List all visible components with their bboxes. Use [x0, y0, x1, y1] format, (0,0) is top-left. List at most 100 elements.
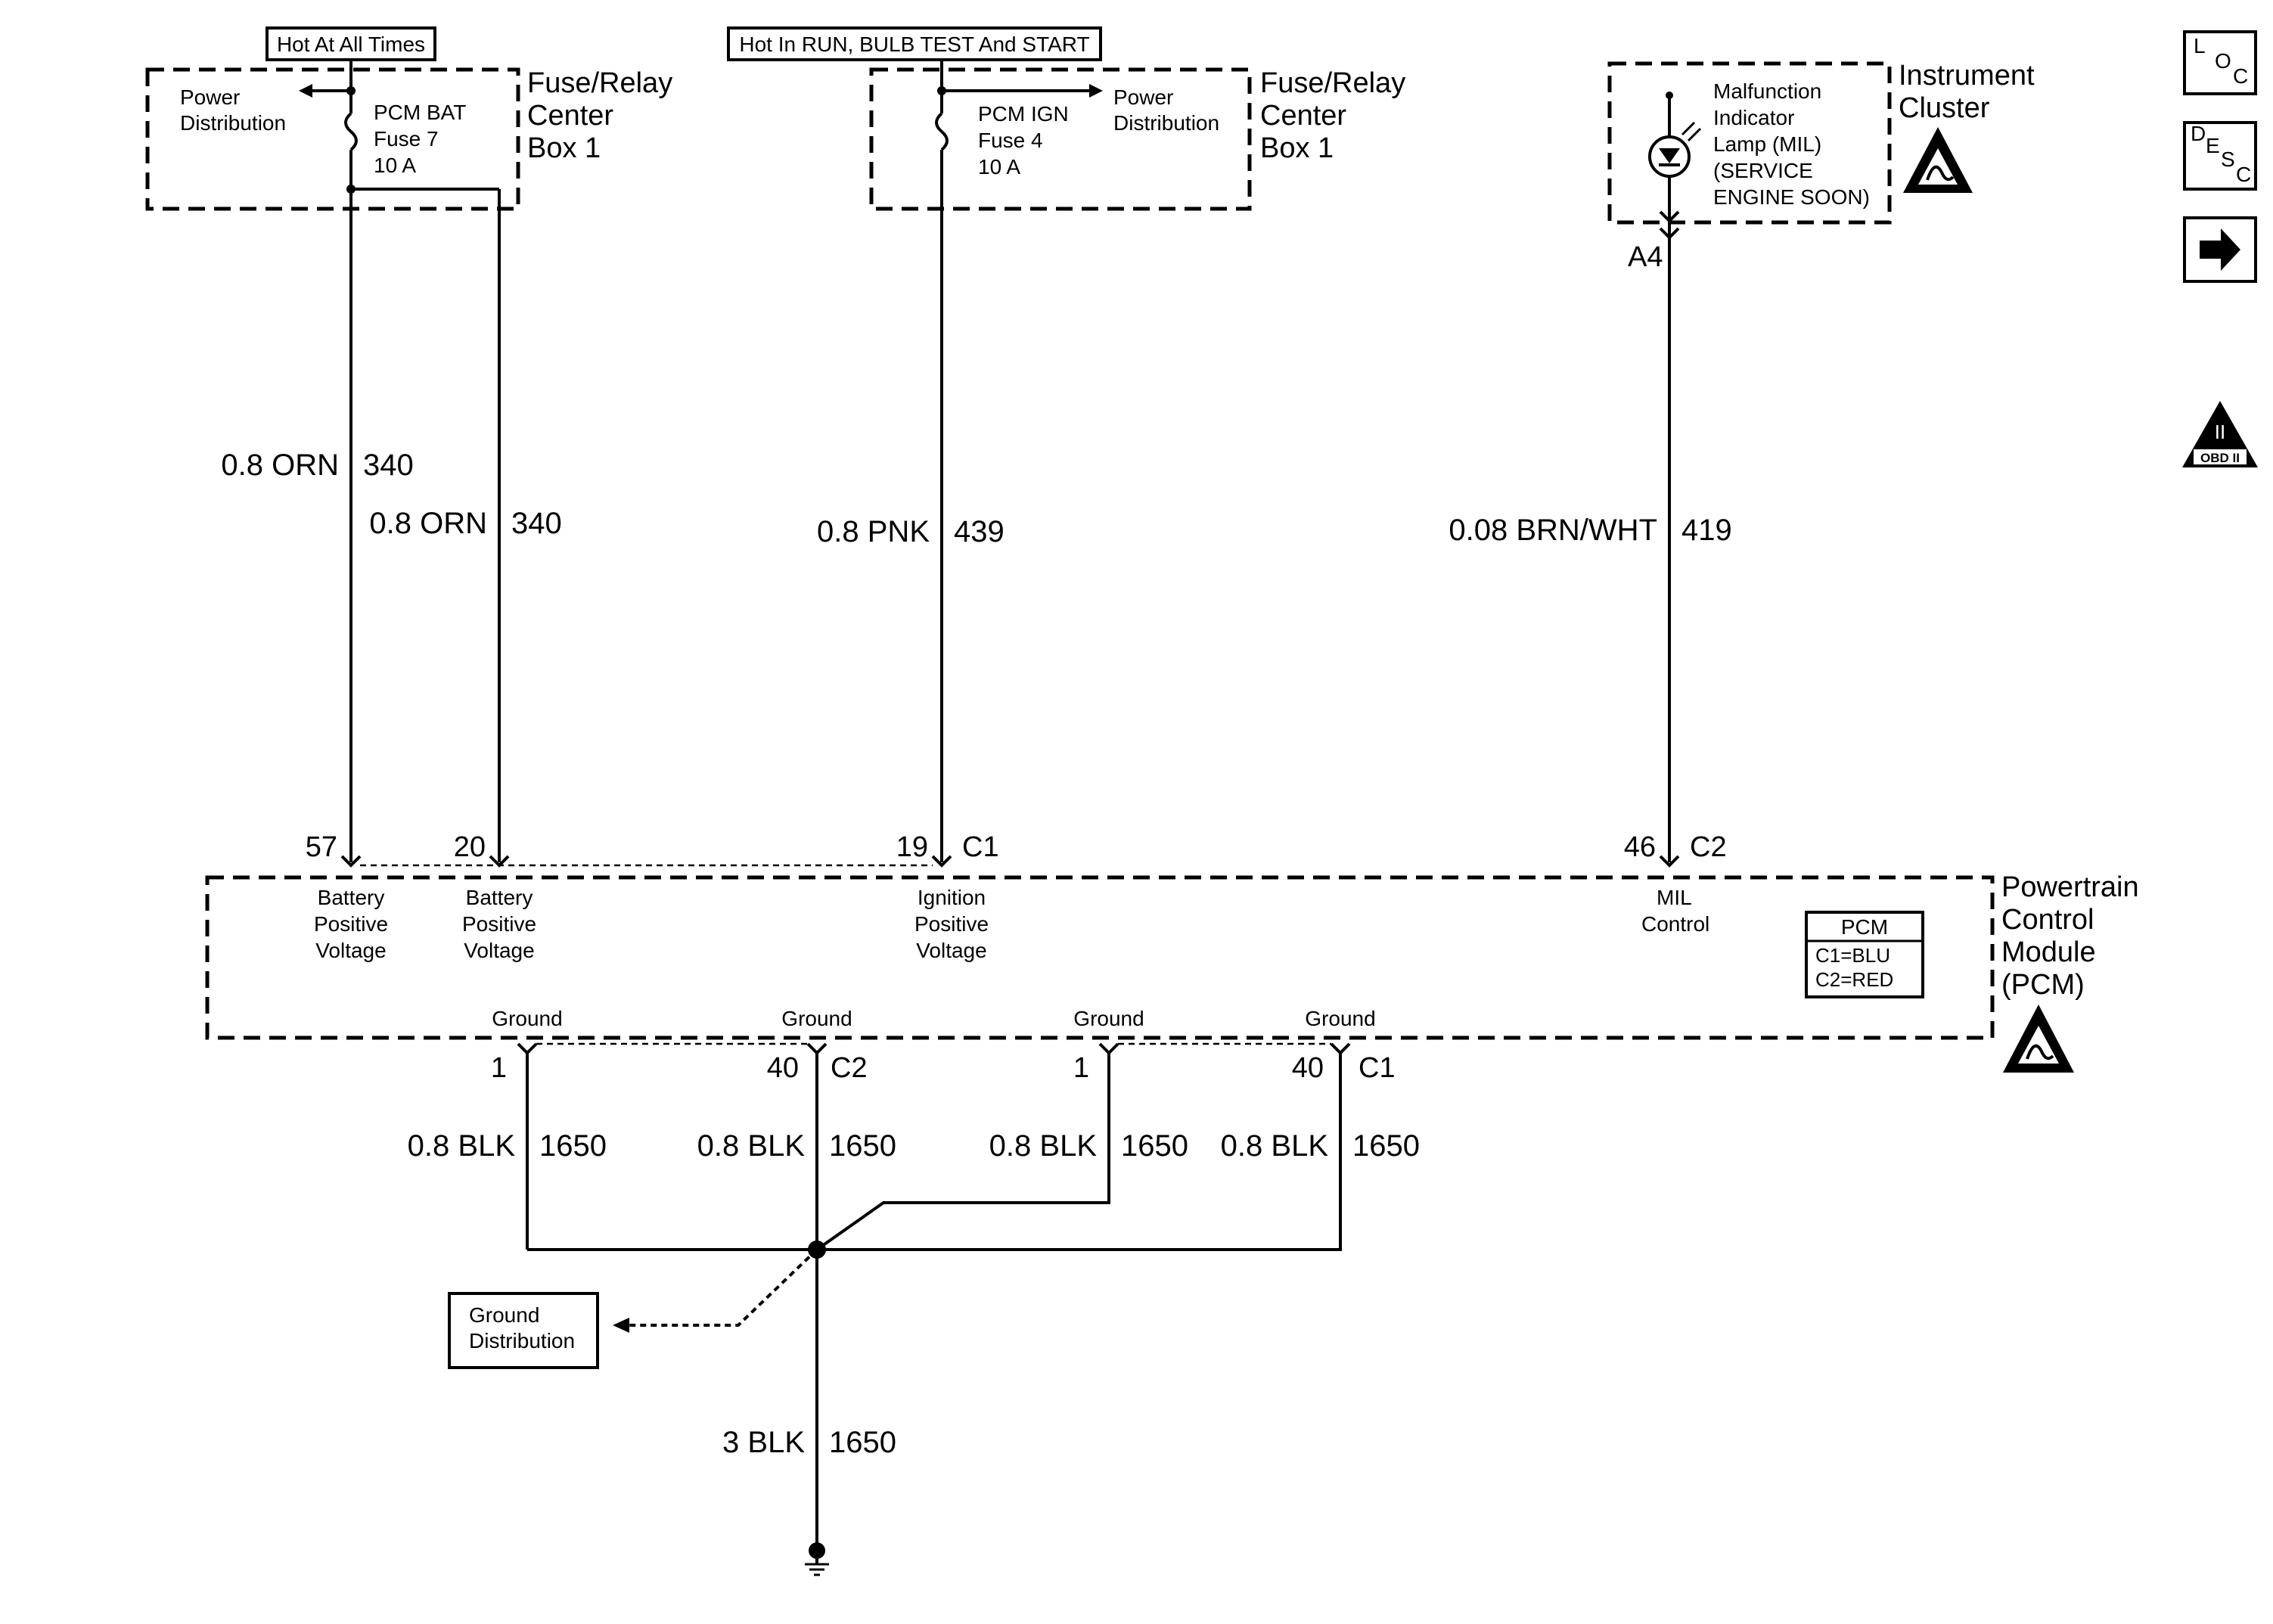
ground-distribution-link[interactable]: Ground Distribution: [448, 1248, 818, 1369]
svg-text:Ground: Ground: [492, 1007, 562, 1030]
svg-text:19: 19: [896, 831, 928, 863]
arrow-left-icon: [299, 84, 312, 98]
svg-text:46: 46: [1624, 831, 1656, 863]
svg-text:C2: C2: [1690, 831, 1727, 863]
wire-439: 0.8 PNK 439: [817, 209, 1005, 862]
svg-text:1: 1: [491, 1052, 507, 1084]
svg-text:20: 20: [454, 831, 486, 863]
svg-text:II: II: [2215, 421, 2225, 443]
pcm-bottom-connector-chevrons: [517, 1042, 1351, 1055]
svg-text:PCM IGN: PCM IGN: [978, 102, 1069, 126]
svg-text:OBD II: OBD II: [2200, 451, 2240, 465]
svg-text:0.08 BRN/WHT: 0.08 BRN/WHT: [1449, 514, 1657, 547]
svg-text:Hot At All Times: Hot At All Times: [277, 33, 425, 56]
svg-text:340: 340: [511, 507, 562, 540]
obd-ii-icon: II OBD II: [2182, 401, 2258, 467]
svg-text:0.8 ORN: 0.8 ORN: [221, 449, 339, 482]
svg-text:Lamp (MIL): Lamp (MIL): [1713, 132, 1821, 156]
svg-text:Power: Power: [180, 85, 240, 109]
fuse-relay-box-right: Power Distribution PCM IGN Fuse 4 10 A F…: [869, 60, 1405, 211]
fuse-relay-box-left: Power Distribution PCM BAT Fuse 7 10 A F…: [145, 60, 672, 211]
svg-text:Powertrain: Powertrain: [2001, 871, 2139, 903]
svg-text:S: S: [2221, 147, 2235, 171]
svg-text:Module: Module: [2001, 936, 2096, 968]
next-page-arrow-icon[interactable]: [2183, 216, 2257, 283]
svg-text:Battery: Battery: [318, 886, 385, 909]
arrow-left-icon: [613, 1318, 629, 1333]
svg-text:Voltage: Voltage: [464, 939, 534, 962]
hot-in-run-label: Hot In RUN, BULB TEST And START: [727, 26, 1102, 61]
loc-icon[interactable]: L O C: [2183, 30, 2257, 95]
svg-text:(PCM): (PCM): [2001, 969, 2085, 1001]
arrow-right-icon: [1089, 84, 1103, 98]
svg-text:Ground: Ground: [1073, 1007, 1144, 1030]
svg-text:PCM BAT: PCM BAT: [374, 101, 466, 124]
fuse-7-symbol: [344, 112, 358, 151]
svg-text:C1=BLU: C1=BLU: [1815, 944, 1890, 967]
pcm-module: Battery Positive Voltage Battery Positiv…: [205, 871, 2139, 1073]
wire-340-b: 0.8 ORN 340: [351, 188, 562, 862]
svg-text:Fuse/Relay: Fuse/Relay: [527, 67, 672, 99]
svg-text:1: 1: [1073, 1052, 1089, 1084]
svg-text:1650: 1650: [1352, 1129, 1420, 1163]
ground-wire-main: 3 BLK 1650: [722, 1250, 896, 1551]
svg-text:1650: 1650: [829, 1426, 896, 1459]
svg-text:Positive: Positive: [314, 912, 388, 936]
svg-text:Malfunction: Malfunction: [1713, 79, 1821, 103]
svg-text:A4: A4: [1628, 241, 1663, 273]
svg-text:3 BLK: 3 BLK: [722, 1426, 805, 1459]
esd-warning-icon: [1903, 127, 1973, 193]
svg-text:419: 419: [1681, 514, 1732, 547]
svg-text:0.8 BLK: 0.8 BLK: [697, 1129, 806, 1163]
svg-text:Center: Center: [1260, 100, 1346, 132]
svg-text:Fuse 7: Fuse 7: [374, 127, 439, 151]
svg-text:Battery: Battery: [466, 886, 533, 909]
svg-text:Ground: Ground: [469, 1303, 539, 1327]
ground-wire-2: 0.8 BLK 1650: [697, 1053, 896, 1250]
svg-text:Voltage: Voltage: [315, 939, 386, 962]
svg-text:PCM: PCM: [1841, 915, 1888, 939]
svg-text:Distribution: Distribution: [1113, 111, 1219, 135]
svg-text:O: O: [2215, 49, 2231, 73]
ground-wire-4: 0.8 BLK 1650: [527, 1053, 1420, 1251]
fuse-4-symbol: [935, 112, 949, 151]
svg-text:340: 340: [363, 449, 414, 482]
svg-text:1650: 1650: [1121, 1129, 1188, 1163]
pcm-top-pin-numbers: 57 20 19 C1 46 C2: [306, 831, 1727, 863]
pin-label-battery-2: Battery Positive Voltage: [462, 886, 536, 962]
svg-text:C2=RED: C2=RED: [1815, 968, 1893, 991]
svg-text:Hot In RUN, BULB TEST And STAR: Hot In RUN, BULB TEST And START: [739, 33, 1089, 56]
pin-label-battery-1: Battery Positive Voltage: [314, 886, 388, 962]
pin-label-mil-control: MIL Control: [1641, 886, 1709, 936]
svg-text:439: 439: [954, 515, 1005, 548]
svg-text:D: D: [2191, 122, 2206, 145]
svg-text:E: E: [2206, 134, 2220, 157]
svg-text:Ground: Ground: [781, 1007, 852, 1030]
wire-340-a: 0.8 ORN 340: [221, 189, 414, 862]
instrument-cluster: Malfunction Indicator Lamp (MIL) (SERVIC…: [1607, 60, 2035, 225]
svg-text:Indicator: Indicator: [1713, 106, 1794, 129]
svg-text:Box 1: Box 1: [527, 132, 601, 164]
svg-text:Ignition: Ignition: [918, 886, 986, 909]
svg-text:Control: Control: [1641, 912, 1709, 936]
svg-text:Ground: Ground: [1305, 1007, 1375, 1030]
svg-text:40: 40: [1292, 1052, 1324, 1084]
svg-text:Control: Control: [2001, 904, 2094, 936]
svg-text:10 A: 10 A: [978, 155, 1020, 179]
svg-text:0.8 BLK: 0.8 BLK: [989, 1129, 1098, 1163]
svg-text:C1: C1: [1359, 1052, 1396, 1084]
svg-text:Power: Power: [1113, 85, 1173, 109]
ground-symbol-icon: [805, 1542, 829, 1576]
ground-wire-3: 0.8 BLK 1650: [815, 1053, 1188, 1251]
svg-text:L: L: [2194, 34, 2206, 57]
svg-text:Distribution: Distribution: [469, 1329, 575, 1352]
svg-text:Center: Center: [527, 100, 613, 132]
desc-icon[interactable]: D E S C: [2183, 121, 2257, 191]
svg-text:Positive: Positive: [462, 912, 536, 936]
svg-text:0.8 ORN: 0.8 ORN: [369, 507, 487, 540]
svg-text:Voltage: Voltage: [916, 939, 986, 962]
esd-warning-icon-pcm: [2003, 1005, 2074, 1073]
svg-text:MIL: MIL: [1657, 886, 1692, 909]
hot-at-all-times-label: Hot At All Times: [265, 26, 436, 61]
